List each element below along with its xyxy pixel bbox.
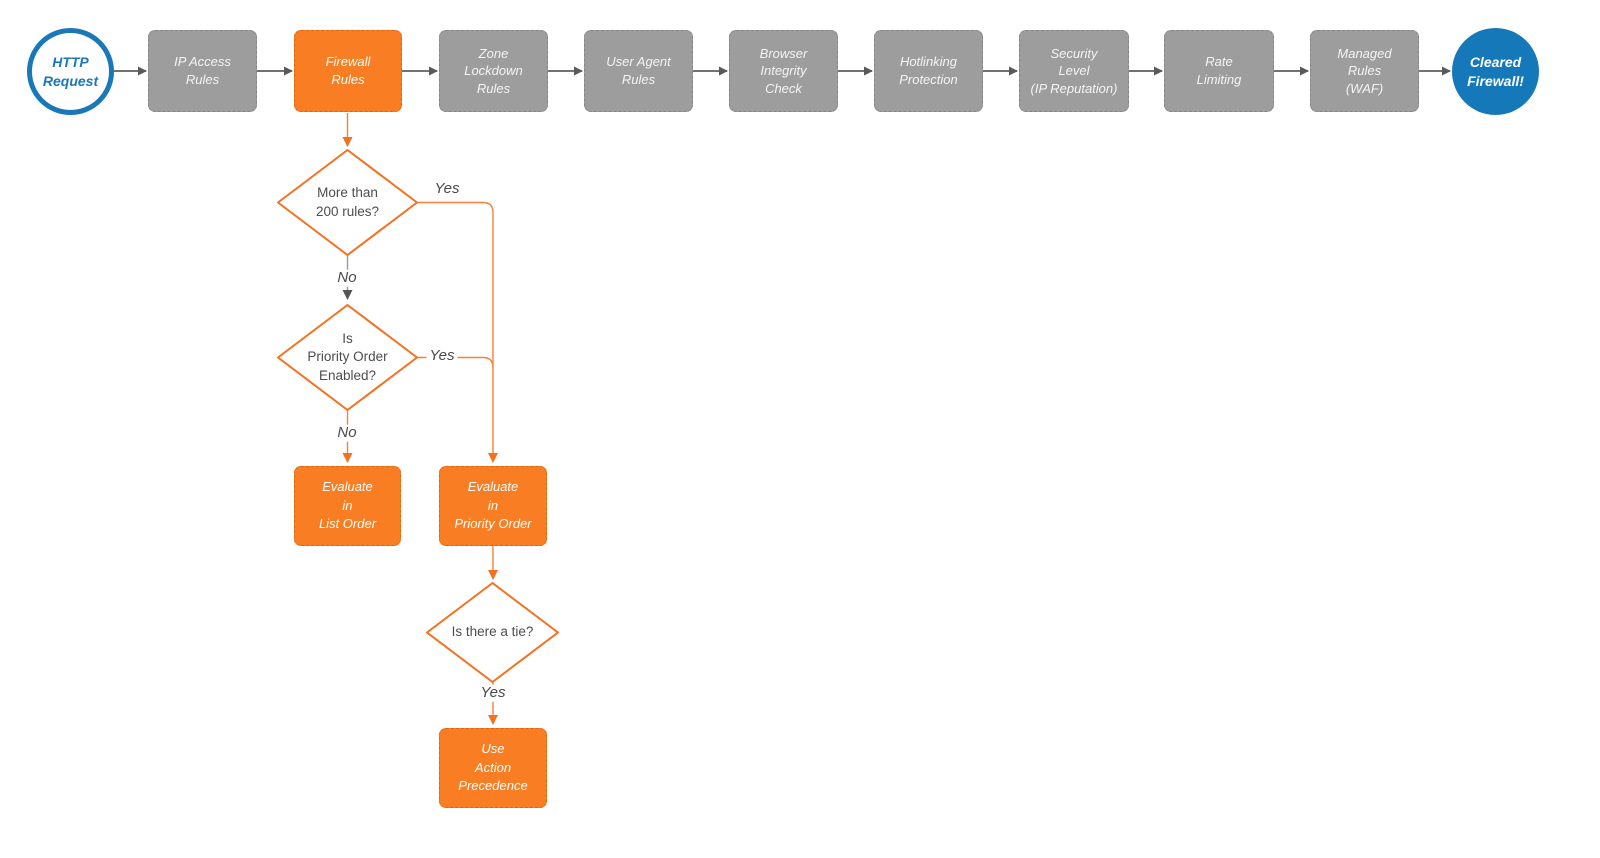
decision-more-than-200-rules-label: More than 200 rules? <box>315 185 380 219</box>
edge-label-d1-yes: Yes <box>431 180 463 198</box>
node-ip-access-rules-label: IP Access Rules <box>174 54 231 87</box>
node-use-action-precedence: Use Action Precedence <box>439 728 547 808</box>
node-cleared-firewall: Cleared Firewall! <box>1452 28 1539 115</box>
edge-label-d2-yes: Yes <box>426 347 458 365</box>
edge-label-d2-no: No <box>334 424 360 442</box>
edge-d2-yes-merge <box>417 356 494 368</box>
node-user-agent-rules-label: User Agent Rules <box>606 54 671 87</box>
node-http-request: HTTP Request <box>27 28 114 115</box>
decision-diamonds <box>277 149 559 683</box>
diamond-priority-order-enabled <box>277 304 418 411</box>
node-hotlinking-protection: Hotlinking Protection <box>874 30 983 112</box>
node-evaluate-in-priority-order: Evaluate in Priority Order <box>439 466 547 546</box>
node-http-request-label: HTTP Request <box>42 54 99 89</box>
node-security-level: Security Level (IP Reputation) <box>1019 30 1129 112</box>
node-cleared-firewall-label: Cleared Firewall! <box>1467 54 1524 89</box>
node-managed-rules-waf-label: Managed Rules (WAF) <box>1337 45 1392 96</box>
edge-d1-yes-to-priority-order <box>417 201 498 463</box>
node-user-agent-rules: User Agent Rules <box>584 30 693 112</box>
edge-label-d1-no: No <box>334 269 360 287</box>
node-browser-integrity-check: Browser Integrity Check <box>729 30 838 112</box>
edge-label-d3-yes: Yes <box>477 684 509 702</box>
decision-is-there-a-tie: Is there a tie? <box>427 583 558 682</box>
decision-more-than-200-rules: More than 200 rules? <box>278 150 417 255</box>
node-firewall-rules-label: Firewall Rules <box>325 54 371 87</box>
node-ip-access-rules: IP Access Rules <box>148 30 257 112</box>
node-rate-limiting-label: Rate Limiting <box>1196 54 1242 87</box>
diamond-is-there-a-tie <box>426 582 559 683</box>
decision-is-there-a-tie-label: Is there a tie? <box>451 624 534 640</box>
node-browser-integrity-check-label: Browser Integrity Check <box>759 45 808 96</box>
node-firewall-rules: Firewall Rules <box>294 30 402 112</box>
diamond-more-than-200-rules <box>277 149 418 256</box>
node-evaluate-in-list-order-label: Evaluate in List Order <box>318 479 377 532</box>
node-use-action-precedence-label: Use Action Precedence <box>458 741 528 794</box>
decision-priority-order-enabled-label: Is Priority Order Enabled? <box>307 331 388 383</box>
decision-priority-order-enabled: Is Priority Order Enabled? <box>278 305 417 410</box>
node-evaluate-in-list-order: Evaluate in List Order <box>294 466 401 546</box>
node-zone-lockdown-rules-label: Zone Lockdown Rules <box>464 45 523 96</box>
node-evaluate-in-priority-order-label: Evaluate in Priority Order <box>454 479 532 532</box>
node-zone-lockdown-rules: Zone Lockdown Rules <box>439 30 548 112</box>
node-hotlinking-protection-label: Hotlinking Protection <box>899 54 958 87</box>
node-security-level-label: Security Level (IP Reputation) <box>1030 45 1118 96</box>
node-managed-rules-waf: Managed Rules (WAF) <box>1310 30 1419 112</box>
node-rate-limiting: Rate Limiting <box>1164 30 1274 112</box>
